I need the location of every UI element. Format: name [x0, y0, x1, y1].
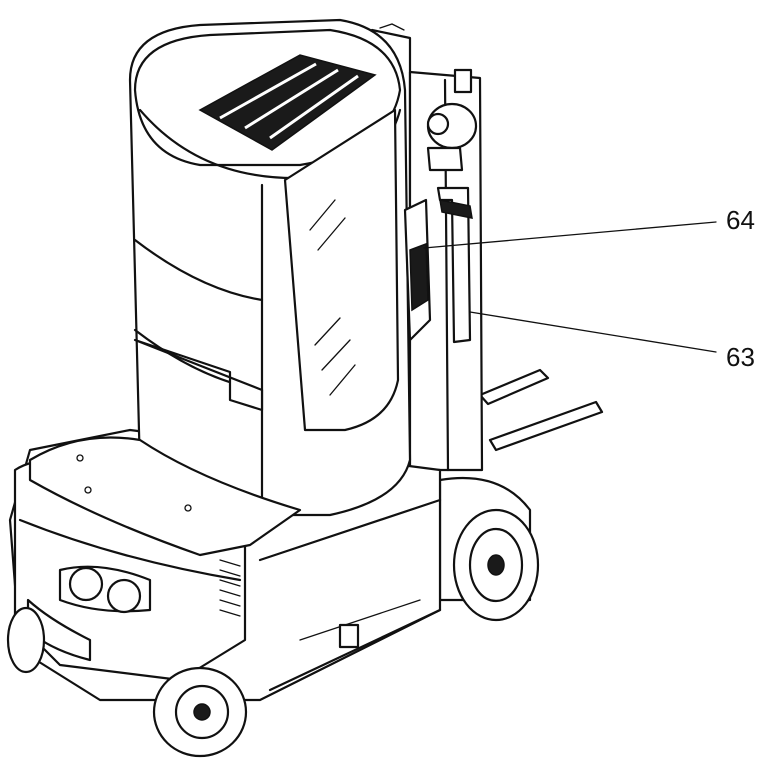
- operator-deck: [28, 436, 302, 557]
- grab-handle-63: [436, 186, 473, 344]
- leader-line-64: [423, 221, 717, 249]
- rear-wheel-right: [438, 476, 540, 622]
- forks: [478, 368, 604, 452]
- callout-label-63: 63: [726, 342, 755, 372]
- leader-line-63: [469, 311, 717, 353]
- grab-handle-64: [403, 198, 432, 342]
- front-wheel-left: [6, 606, 46, 674]
- mast-head-unit: [426, 102, 478, 172]
- callout-label-64: 64: [726, 205, 755, 235]
- front-wheel-right: [152, 666, 248, 758]
- door-window: [283, 108, 400, 432]
